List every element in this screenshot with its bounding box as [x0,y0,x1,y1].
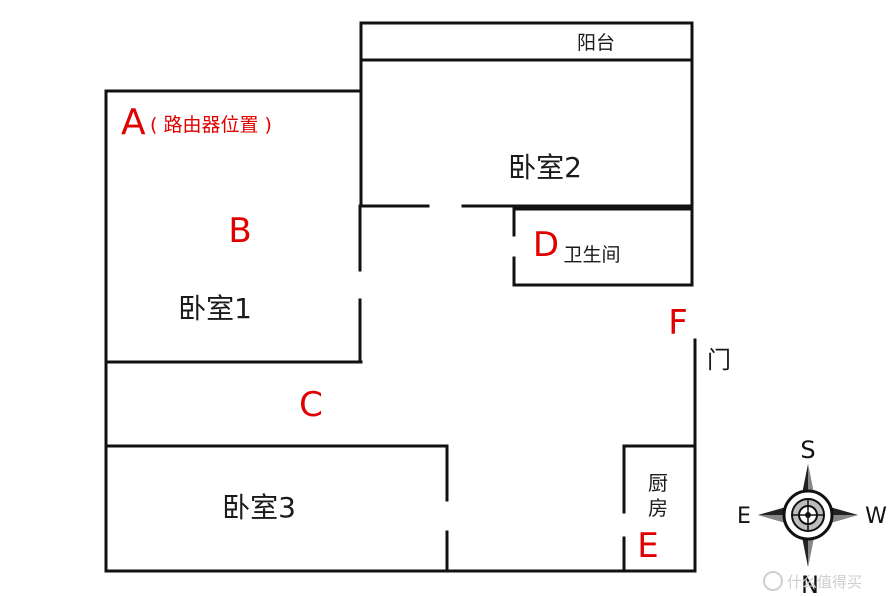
watermark: 什么值得买 [763,571,862,591]
bedroom-3: 卧室3 [222,444,449,573]
balcony: 阳台 [359,21,694,62]
bedroom-3-label: 卧室3 [222,491,296,524]
marker-c: C [299,385,323,425]
bedroom-1: 卧室1 [104,89,363,364]
bathroom-label: 卫生间 [563,244,620,266]
marker-f: F [668,303,688,343]
kitchen: 厨 房 [622,444,697,573]
marker-a: A [121,102,146,143]
balcony-label: 阳台 [577,32,615,54]
bedroom-2: 卧室2 [359,58,694,208]
kitchen-label-line2: 房 [648,496,668,520]
watermark-text: 什么值得买 [787,573,862,591]
bedroom-1-label: 卧室1 [178,292,252,325]
compass-label-top: S [800,436,815,464]
marker-a-note: ( 路由器位置 ) [150,114,272,136]
compass-label-left: E [737,504,751,529]
compass-label-bottom: N [801,571,819,596]
marker-b: B [228,211,251,251]
bathroom: 卫生间 [512,207,694,287]
watermark-logo-icon [763,571,783,591]
living-area [104,338,697,573]
kitchen-label-line1: 厨 [648,471,668,495]
bedroom-2-label: 卧室2 [508,151,582,184]
door-label: 门 [707,346,731,374]
marker-e: E [637,526,658,566]
compass-label-right: W [865,504,887,529]
compass: S N E W [737,436,887,596]
marker-d: D [533,225,559,265]
